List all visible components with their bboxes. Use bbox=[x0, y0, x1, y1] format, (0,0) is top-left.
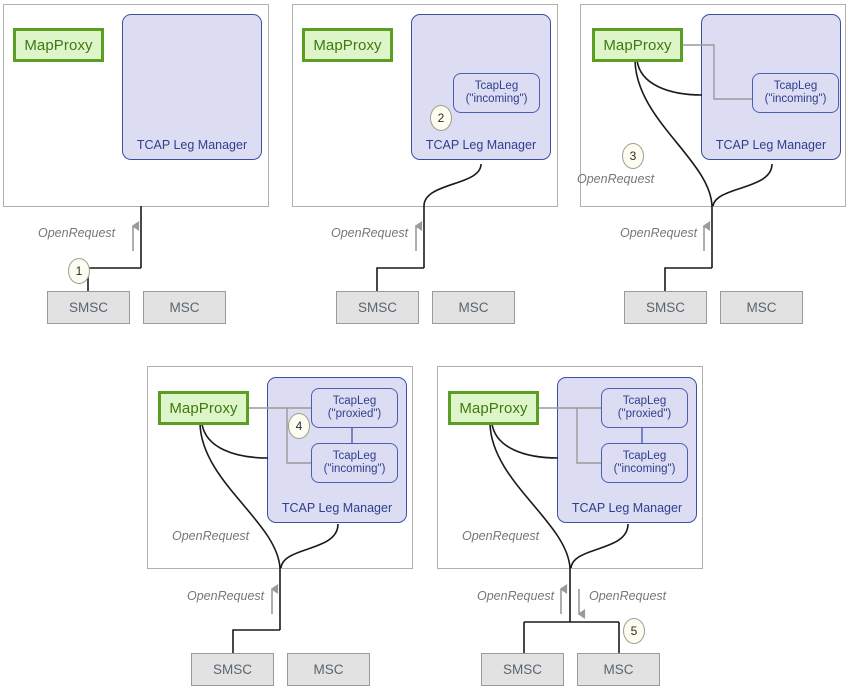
panel-4-step-marker: 4 bbox=[288, 413, 310, 439]
panel-5-open-request-label-left: OpenRequest bbox=[477, 589, 555, 603]
msc-label: MSC bbox=[313, 662, 344, 677]
panel-1-open-request-label: OpenRequest bbox=[38, 226, 116, 240]
panel-3-smsc-node[interactable]: SMSC bbox=[624, 291, 707, 324]
panel-2-smsc-node[interactable]: SMSC bbox=[336, 291, 419, 324]
msc-label: MSC bbox=[458, 300, 489, 315]
tcapleg-name-label: TcapLeg bbox=[332, 394, 377, 407]
tcapleg-name-label: TcapLeg bbox=[773, 79, 818, 92]
panel-4-tcapleg-incoming[interactable]: TcapLeg ("incoming") bbox=[311, 443, 398, 483]
smsc-label: SMSC bbox=[68, 300, 108, 315]
wire-p1-bus-to-smsc bbox=[87, 267, 141, 291]
panel-3-step-marker: 3 bbox=[622, 143, 644, 169]
leg-manager-label: TCAP Leg Manager bbox=[425, 138, 537, 152]
panel-5-msc-node[interactable]: MSC bbox=[577, 653, 660, 686]
tcapleg-role-label: ("proxied") bbox=[617, 408, 672, 420]
tcapleg-name-label: TcapLeg bbox=[474, 79, 519, 92]
leg-manager-label: TCAP Leg Manager bbox=[715, 138, 827, 152]
msc-label: MSC bbox=[169, 300, 200, 315]
panel-1-leg-manager-box[interactable]: TCAP Leg Manager bbox=[122, 14, 262, 160]
panel-4-smsc-node[interactable]: SMSC bbox=[191, 653, 274, 686]
panel-2-tcapleg-incoming[interactable]: TcapLeg ("incoming") bbox=[453, 73, 540, 113]
tcapleg-role-label: ("incoming") bbox=[323, 463, 386, 475]
panel-5-mapproxy-box[interactable]: MapProxy bbox=[448, 391, 539, 425]
panel-5-open-request-label-inner: OpenRequest bbox=[462, 529, 540, 543]
panel-4-msc-node[interactable]: MSC bbox=[287, 653, 370, 686]
panel-3-open-request-label-outer: OpenRequest bbox=[620, 226, 698, 240]
mapproxy-label: MapProxy bbox=[313, 36, 382, 54]
wire-p4-bus-to-smsc bbox=[232, 629, 280, 653]
msc-label: MSC bbox=[603, 662, 634, 677]
panel-3-open-request-label-inner: OpenRequest bbox=[577, 172, 655, 186]
tcapleg-role-label: ("incoming") bbox=[613, 463, 676, 475]
leg-manager-label: TCAP Leg Manager bbox=[281, 501, 393, 515]
leg-manager-label: TCAP Leg Manager bbox=[136, 138, 248, 152]
smsc-label: SMSC bbox=[357, 300, 397, 315]
tcapleg-role-label: ("incoming") bbox=[465, 93, 528, 105]
mapproxy-label: MapProxy bbox=[24, 36, 93, 54]
panel-2-step-marker: 2 bbox=[430, 105, 452, 131]
panel-1-msc-node[interactable]: MSC bbox=[143, 291, 226, 324]
panel-5-smsc-node[interactable]: SMSC bbox=[481, 653, 564, 686]
panel-3-mapproxy-box[interactable]: MapProxy bbox=[592, 28, 683, 62]
panel-5-open-request-label-right: OpenRequest bbox=[589, 589, 667, 603]
panel-4-mapproxy-box[interactable]: MapProxy bbox=[158, 391, 249, 425]
panel-1-mapproxy-box[interactable]: MapProxy bbox=[13, 28, 104, 62]
tcapleg-name-label: TcapLeg bbox=[622, 394, 667, 407]
mapproxy-label: MapProxy bbox=[603, 36, 672, 54]
panel-2-open-request-label: OpenRequest bbox=[331, 226, 409, 240]
panel-1-smsc-node[interactable]: SMSC bbox=[47, 291, 130, 324]
panel-4-open-request-label-inner: OpenRequest bbox=[172, 529, 250, 543]
tcapleg-role-label: ("proxied") bbox=[327, 408, 382, 420]
smsc-label: SMSC bbox=[502, 662, 542, 677]
tcapleg-name-label: TcapLeg bbox=[622, 449, 667, 462]
mapproxy-label: MapProxy bbox=[169, 399, 238, 417]
panel-5-tcapleg-proxied[interactable]: TcapLeg ("proxied") bbox=[601, 388, 688, 428]
panel-2-mapproxy-box[interactable]: MapProxy bbox=[302, 28, 393, 62]
smsc-label: SMSC bbox=[645, 300, 685, 315]
wire-p3-bus-to-smsc bbox=[664, 267, 712, 291]
wire-p2-bus-to-smsc bbox=[376, 267, 424, 291]
panel-2-msc-node[interactable]: MSC bbox=[432, 291, 515, 324]
msc-label: MSC bbox=[746, 300, 777, 315]
leg-manager-label: TCAP Leg Manager bbox=[571, 501, 683, 515]
panel-4-open-request-label-outer: OpenRequest bbox=[187, 589, 265, 603]
panel-5-step-marker: 5 bbox=[623, 618, 645, 644]
mapproxy-label: MapProxy bbox=[459, 399, 528, 417]
smsc-label: SMSC bbox=[212, 662, 252, 677]
panel-3-msc-node[interactable]: MSC bbox=[720, 291, 803, 324]
panel-1-step-marker: 1 bbox=[68, 258, 90, 284]
panel-4-tcapleg-proxied[interactable]: TcapLeg ("proxied") bbox=[311, 388, 398, 428]
tcapleg-role-label: ("incoming") bbox=[764, 93, 827, 105]
panel-5-tcapleg-incoming[interactable]: TcapLeg ("incoming") bbox=[601, 443, 688, 483]
panel-3-tcapleg-incoming[interactable]: TcapLeg ("incoming") bbox=[752, 73, 839, 113]
tcapleg-name-label: TcapLeg bbox=[332, 449, 377, 462]
